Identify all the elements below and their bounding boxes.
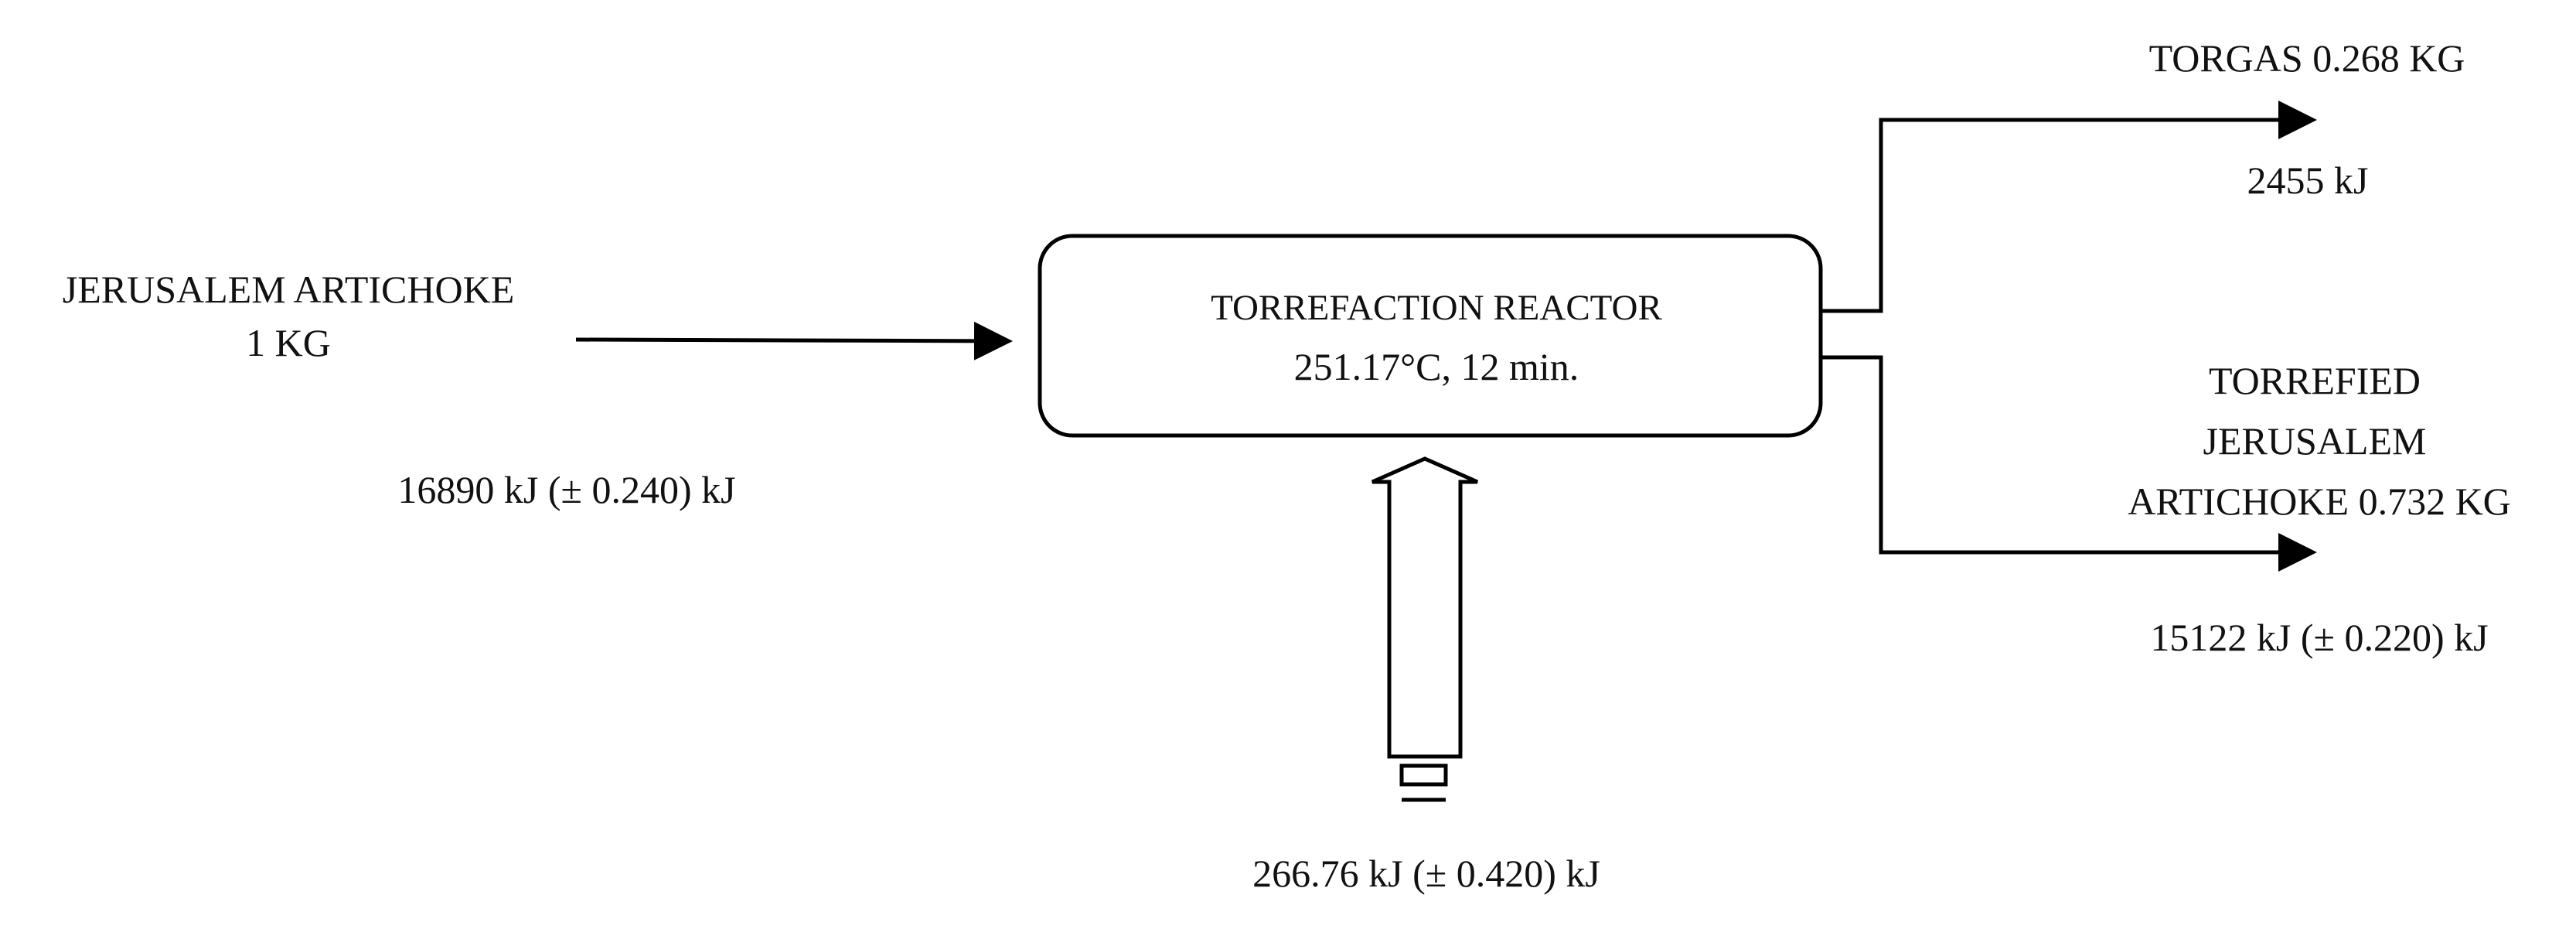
torrefied-label-line1: TORREFIED [2209,359,2421,402]
torrefied-label-line2: JERUSALEM [2203,419,2427,463]
reactor-box [1038,234,1823,438]
reactor-conditions: 251.17°C, 12 min. [1294,345,1579,388]
torgas-output-arrow [1822,101,2317,313]
heat-input-energy-label: 266.76 kJ (± 0.420) kJ [1252,852,1600,895]
input-arrow [575,321,1013,360]
torrefied-energy-label: 15122 kJ (± 0.220) kJ [2150,616,2488,659]
torgas-label: TORGAS 0.268 KG [2149,36,2465,80]
heat-input-arrow [1371,456,1479,759]
input-name-label: JERUSALEM ARTICHOKE [63,268,515,311]
input-energy-label: 16890 kJ (± 0.240) kJ [397,468,735,511]
heat-input-plug [1399,763,1448,787]
reactor-title: TORREFACTION REACTOR [1211,288,1662,328]
input-mass-label: 1 KG [246,321,331,364]
torrefied-label-line3: ARTICHOKE 0.732 KG [2128,480,2511,523]
torrefied-output-arrow [1822,355,2317,572]
torgas-energy-label: 2455 kJ [2247,159,2369,202]
